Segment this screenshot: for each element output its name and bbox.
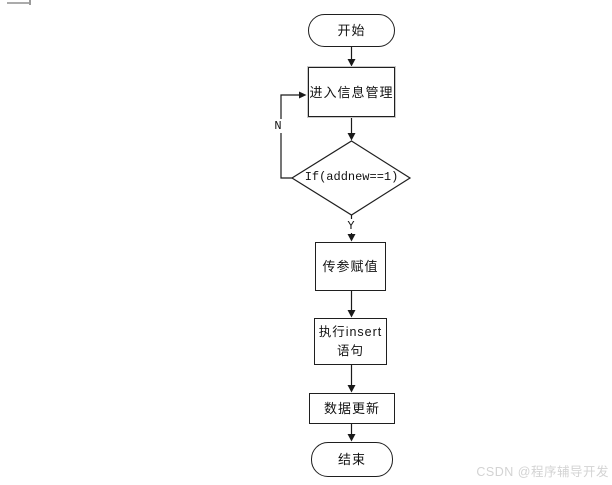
corner-mark-horizontal — [7, 2, 31, 4]
start-label: 开始 — [337, 23, 366, 38]
end-label: 结束 — [337, 452, 366, 467]
process-execute-insert: 执行insert 语句 — [314, 318, 387, 365]
watermark: CSDN @程序辅导开发 — [476, 465, 609, 479]
arrow-update-to-end — [347, 424, 356, 442]
assign-params-label: 传参赋值 — [322, 259, 379, 274]
branch-label-yes: Y — [344, 219, 358, 233]
decision-label: If(addnew==1) — [304, 170, 399, 184]
data-update-label: 数据更新 — [323, 401, 380, 416]
process-data-update: 数据更新 — [309, 393, 395, 424]
arrow-decision-loop-n — [280, 91, 307, 179]
execute-insert-label: 执行insert 语句 — [318, 324, 383, 358]
branch-label-no: N — [271, 119, 285, 133]
corner-mark-vertical — [29, 0, 31, 5]
process-assign-params: 传参赋值 — [315, 242, 386, 291]
arrow-insert-to-update — [347, 365, 356, 393]
decision-if-addnew: If(addnew==1) — [296, 170, 407, 184]
arrow-start-to-enter — [347, 47, 356, 67]
arrow-enter-to-decision — [347, 117, 356, 141]
start-terminator: 开始 — [308, 14, 395, 47]
arrow-assign-to-insert — [347, 291, 356, 318]
enter-info-label: 进入信息管理 — [309, 84, 394, 100]
process-enter-info-management: 进入信息管理 — [307, 66, 396, 118]
end-terminator: 结束 — [311, 442, 393, 477]
